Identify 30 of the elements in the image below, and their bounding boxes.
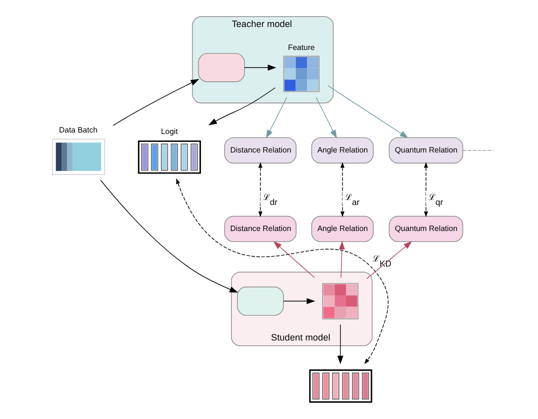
node-label: Logit	[160, 126, 178, 136]
arrow	[337, 324, 344, 364]
node-box: Quantum Relation	[388, 216, 464, 242]
arrow	[340, 162, 344, 218]
node-box	[198, 53, 245, 82]
node-box	[52, 138, 106, 175]
arrow	[100, 180, 238, 293]
node-label: Data Batch	[59, 126, 98, 135]
arrow	[244, 64, 276, 71]
arrow	[176, 178, 389, 364]
node-box: Distance Relation	[224, 137, 296, 164]
arrow	[424, 162, 428, 218]
node-box: Angle Relation	[311, 137, 374, 164]
arrow	[328, 85, 408, 138]
arrow	[366, 241, 412, 280]
arrow	[273, 241, 315, 278]
arrow	[208, 87, 276, 126]
node-box: Distance Relation	[224, 216, 296, 242]
arrow	[112, 78, 200, 126]
node-box: Angle Relation	[311, 216, 374, 242]
connector	[462, 150, 494, 151]
node-label: Feature	[288, 42, 315, 52]
arrow	[283, 298, 316, 304]
cluster: Student model	[231, 272, 373, 346]
arrow	[266, 97, 288, 138]
arrow	[338, 240, 345, 278]
node-box: Quantum Relation	[388, 137, 464, 164]
arrow	[316, 97, 337, 138]
node-box	[237, 286, 284, 316]
arrow	[258, 162, 262, 218]
